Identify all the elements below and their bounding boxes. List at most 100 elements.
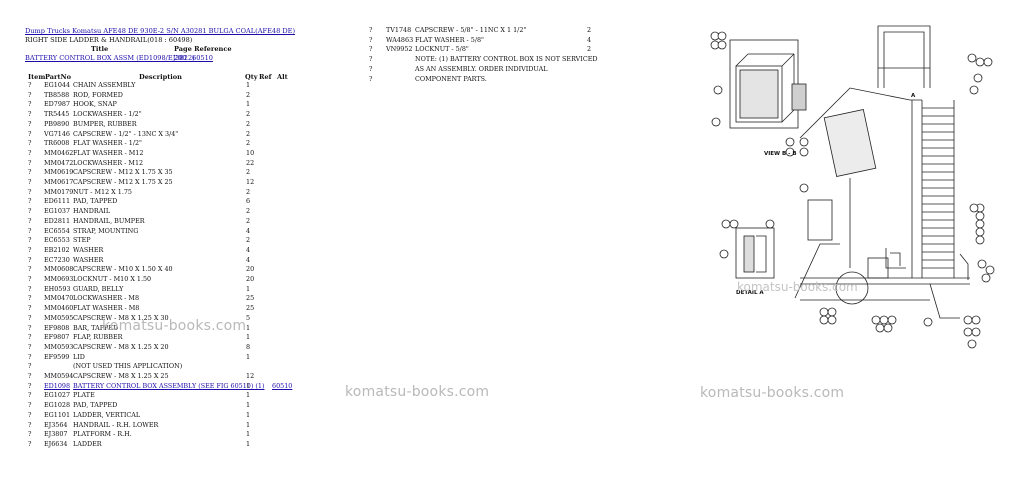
item-column-header: Item: [28, 73, 46, 81]
description-cell: FLAP, RUBBER: [73, 333, 123, 342]
section-mark-a: A: [911, 93, 916, 99]
reference-page-link[interactable]: 60510: [192, 54, 213, 62]
description-cell: CAPSCREW - M8 X 1.25 X 30: [73, 313, 169, 322]
item-cell: ?: [28, 158, 32, 167]
part-number-cell: EG1028: [44, 401, 71, 410]
quantity-cell: 2: [246, 119, 251, 128]
item-cell: ?: [28, 119, 32, 128]
quantity-cell: 25: [246, 304, 255, 313]
item-cell: ?: [28, 178, 32, 186]
alt-column-header: Alt: [277, 73, 288, 81]
part-number-cell: EF9599: [44, 352, 70, 361]
item-cell: ?: [369, 26, 373, 34]
part-number-cell: EG1037: [44, 207, 71, 216]
item-cell: ?: [28, 294, 32, 303]
description-cell: HOOK, SNAP: [73, 100, 117, 109]
part-number-cell: EC6554: [44, 226, 70, 235]
item-cell: ?: [28, 129, 32, 138]
item-cell: ?: [28, 81, 32, 89]
breadcrumb-link[interactable]: Dump Trucks Komatsu AFE48 DE 930E-2 S/N …: [25, 27, 296, 35]
quantity-cell: 2: [246, 90, 251, 99]
quantity-cell: 2: [246, 139, 251, 148]
description-cell: LOCKNUT - M10 X 1.50: [73, 275, 152, 283]
part-number-cell: EJ6634: [44, 439, 68, 448]
description-cell: CAPSCREW - 1/2" - 13NC X 3/4": [73, 129, 179, 138]
reference-title-link[interactable]: BATTERY CONTROL BOX ASSM (ED1098/EJ3822): [25, 54, 195, 62]
item-cell: ?: [28, 439, 32, 448]
description-cell: LOCKWASHER - 1/2": [73, 110, 142, 119]
part-number-cell: VG7146: [44, 129, 70, 138]
description-cell: LOCKWASHER - M8: [73, 294, 140, 303]
description-cell: PAD, TAPPED: [73, 197, 118, 206]
item-cell: ?: [28, 110, 32, 119]
description-cell: HANDRAIL - R.H. LOWER: [73, 420, 159, 429]
quantity-cell: 25: [246, 294, 255, 303]
reference-cell[interactable]: 60510: [272, 381, 293, 390]
part-number-cell[interactable]: ED1098: [44, 381, 71, 390]
view-bb-label: VIEW B - B: [764, 151, 797, 157]
quantity-cell: 2: [246, 168, 251, 177]
description-cell: PLATFORM - R.H.: [73, 430, 132, 439]
part-number-cell: EG1044: [44, 81, 71, 89]
description-cell: NOTE: (1) BATTERY CONTROL BOX IS NOT SER…: [415, 55, 598, 64]
part-number-cell: MM0693: [44, 275, 74, 283]
item-cell: ?: [28, 401, 32, 410]
item-cell: ?: [28, 100, 32, 109]
quantity-cell: 2: [246, 236, 251, 245]
part-number-cell: EF9808: [44, 323, 70, 332]
quantity-cell: 5: [246, 313, 251, 322]
quantity-cell: 2: [587, 45, 592, 54]
description-cell: CHAIN ASSEMBLY: [73, 81, 136, 89]
part-number-cell: EC6553: [44, 236, 70, 245]
part-number-cell: MM0460: [44, 304, 74, 313]
part-number-cell: PB9890: [44, 119, 70, 128]
description-cell: LID: [73, 352, 85, 361]
quantity-cell: 1: [246, 100, 251, 109]
description-cell: BUMPER, RUBBER: [73, 119, 137, 128]
quantity-cell: 2: [246, 187, 251, 196]
quantity-cell: 1: [246, 401, 251, 410]
quantity-cell: 1: [246, 333, 251, 342]
callout-balloons: [710, 31, 995, 349]
quantity-cell: 1: [246, 430, 251, 439]
part-number-cell: EG1027: [44, 391, 71, 400]
item-cell: ?: [28, 187, 32, 196]
item-cell: ?: [28, 391, 32, 400]
item-cell: ?: [28, 148, 32, 157]
part-number-cell: TV1748: [386, 26, 412, 34]
description-cell: AS AN ASSEMBLY. ORDER INDIVIDUAL: [415, 64, 548, 73]
part-number-cell: EJ3564: [44, 420, 68, 429]
part-number-cell: EG1101: [44, 410, 71, 419]
reference-number-link[interactable]: 200: [174, 54, 187, 62]
item-cell: ?: [28, 207, 32, 216]
description-cell: BAR, TAPPED: [73, 323, 119, 332]
ladder-rungs: [922, 107, 954, 269]
item-cell: ?: [28, 352, 32, 361]
description-cell: GUARD, BELLY: [73, 284, 124, 293]
quantity-cell: 12: [246, 178, 255, 186]
quantity-cell: 22: [246, 158, 255, 167]
description-cell: LADDER, VERTICAL: [73, 410, 141, 419]
quantity-cell: 1: [246, 352, 251, 361]
quantity-cell: 2: [246, 216, 251, 225]
description-cell: ROD, FORMED: [73, 90, 123, 99]
item-cell: ?: [28, 372, 32, 380]
item-cell: ?: [28, 430, 32, 439]
item-cell: ?: [28, 265, 32, 274]
ref-column-header: Ref: [259, 73, 272, 81]
part-number-cell: EH0593: [44, 284, 71, 293]
part-number-cell: ED2811: [44, 216, 71, 225]
pivot-circle: [835, 271, 869, 305]
description-cell[interactable]: BATTERY CONTROL BOX ASSEMBLY (SEE FIG 60…: [73, 381, 265, 390]
item-cell: ?: [28, 420, 32, 429]
page-reference-column-header: Page Reference: [174, 45, 232, 53]
description-cell: FLAT WASHER - 5/8": [415, 35, 484, 44]
item-cell: ?: [369, 74, 373, 83]
item-cell: ?: [28, 226, 32, 235]
item-cell: ?: [28, 275, 32, 283]
item-cell: ?: [28, 168, 32, 177]
part-number-cell: MM0594: [44, 372, 74, 380]
description-cell: STRAP, MOUNTING: [73, 226, 139, 235]
item-cell: ?: [28, 410, 32, 419]
part-number-cell: MM0472: [44, 158, 74, 167]
